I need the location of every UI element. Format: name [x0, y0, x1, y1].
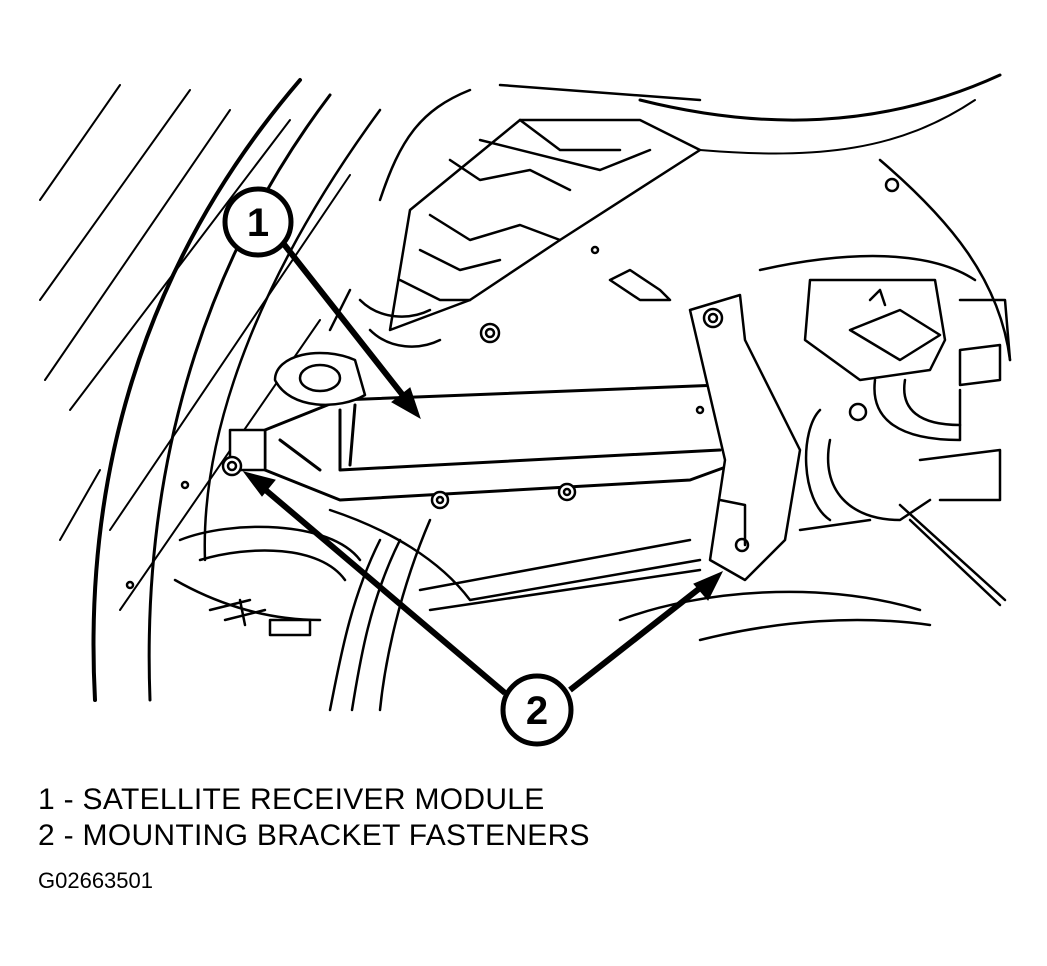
arrowhead-1	[391, 387, 421, 420]
satellite-receiver-module	[263, 383, 747, 502]
satellite-receiver-illustration: 1 2	[39, 73, 1012, 747]
legend: 1 - SATELLITE RECEIVER MODULE 2 - MOUNTI…	[38, 782, 590, 854]
callout-1-number: 1	[247, 201, 269, 245]
leader-line-2b	[568, 585, 702, 693]
callout-2-number: 2	[526, 689, 548, 733]
leader-line-1	[280, 241, 408, 400]
body-panel-outline	[91, 73, 1012, 702]
hoses-and-tubes	[173, 508, 702, 712]
arrowhead-2a	[242, 471, 276, 497]
legend-item-2: 2 - MOUNTING BRACKET FASTENERS	[38, 819, 590, 852]
leader-line-2a	[260, 484, 507, 696]
callout-2: 2	[500, 673, 574, 747]
legend-item-1: 1 - SATELLITE RECEIVER MODULE	[38, 783, 545, 816]
right-engine-components	[798, 278, 1007, 607]
mounting-tab-left	[221, 351, 367, 477]
callout-1: 1	[222, 186, 294, 258]
misc-features	[125, 245, 932, 642]
mounting-bracket	[688, 293, 802, 582]
leader-lines	[242, 241, 724, 696]
figure-id: G02663501	[38, 868, 153, 893]
hvac-duct	[328, 118, 702, 348]
arrowhead-2b	[693, 571, 724, 601]
fasteners	[430, 177, 900, 510]
